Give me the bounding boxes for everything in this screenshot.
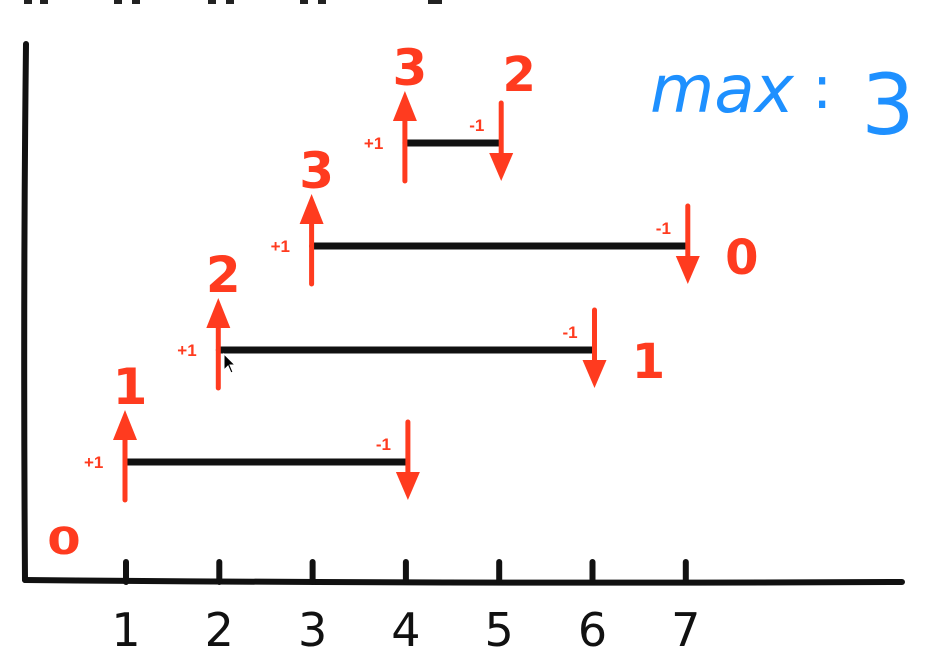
y-axis (21, 41, 29, 583)
end-delta-label: -1 (376, 435, 391, 454)
start-delta-label: +1 (364, 134, 383, 153)
interval-1: +1 -1 1 (82, 358, 420, 503)
interval-3: +1 -1 3 0 (269, 142, 759, 287)
count-at-start: 2 (206, 246, 241, 304)
initial-count-label: 0 (47, 520, 81, 563)
end-delta-label: -1 (469, 116, 484, 135)
arrow-up-icon (206, 298, 231, 328)
x-tick-label: 1 (111, 603, 140, 657)
count-at-start: 3 (299, 142, 334, 200)
x-axis (22, 577, 905, 586)
arrow-up-icon (299, 194, 324, 224)
count-at-start: 3 (393, 39, 428, 97)
x-axis-tick-labels: 1 2 3 4 5 6 7 (111, 603, 700, 657)
count-after-end: 1 (632, 334, 665, 390)
interval-4: +1 -1 3 2 (362, 39, 536, 184)
max-annotation: max : 3 (650, 51, 915, 154)
count-at-start: 1 (113, 358, 148, 416)
max-separator: : (812, 53, 832, 123)
axes (21, 41, 905, 586)
arrow-up-icon (392, 91, 417, 121)
end-delta-label: -1 (656, 219, 671, 238)
x-axis-ticks (123, 559, 689, 585)
count-after-end: 0 (725, 230, 758, 286)
arrow-down-icon (395, 472, 420, 500)
arrow-down-icon (675, 256, 700, 284)
x-tick-label: 7 (671, 603, 700, 657)
max-label: max (650, 51, 795, 128)
arrow-up-icon (113, 410, 137, 440)
x-tick-label: 4 (391, 603, 420, 657)
interval-2: +1 -1 2 1 (175, 246, 665, 391)
start-delta-label: +1 (177, 341, 196, 360)
x-tick-label: 3 (298, 603, 327, 657)
max-value: 3 (861, 56, 914, 154)
end-delta-label: -1 (563, 323, 578, 342)
arrow-down-icon (582, 360, 607, 388)
x-tick-label: 2 (205, 603, 234, 657)
arrow-down-icon (489, 153, 514, 181)
x-tick-label: 5 (485, 603, 514, 657)
count-after-end: 2 (502, 47, 535, 103)
mouse-cursor-icon (223, 352, 237, 374)
start-delta-label: +1 (271, 237, 290, 256)
x-tick-label: 6 (578, 603, 607, 657)
start-delta-label: +1 (84, 453, 103, 472)
cropped-top-marks (24, 0, 442, 4)
